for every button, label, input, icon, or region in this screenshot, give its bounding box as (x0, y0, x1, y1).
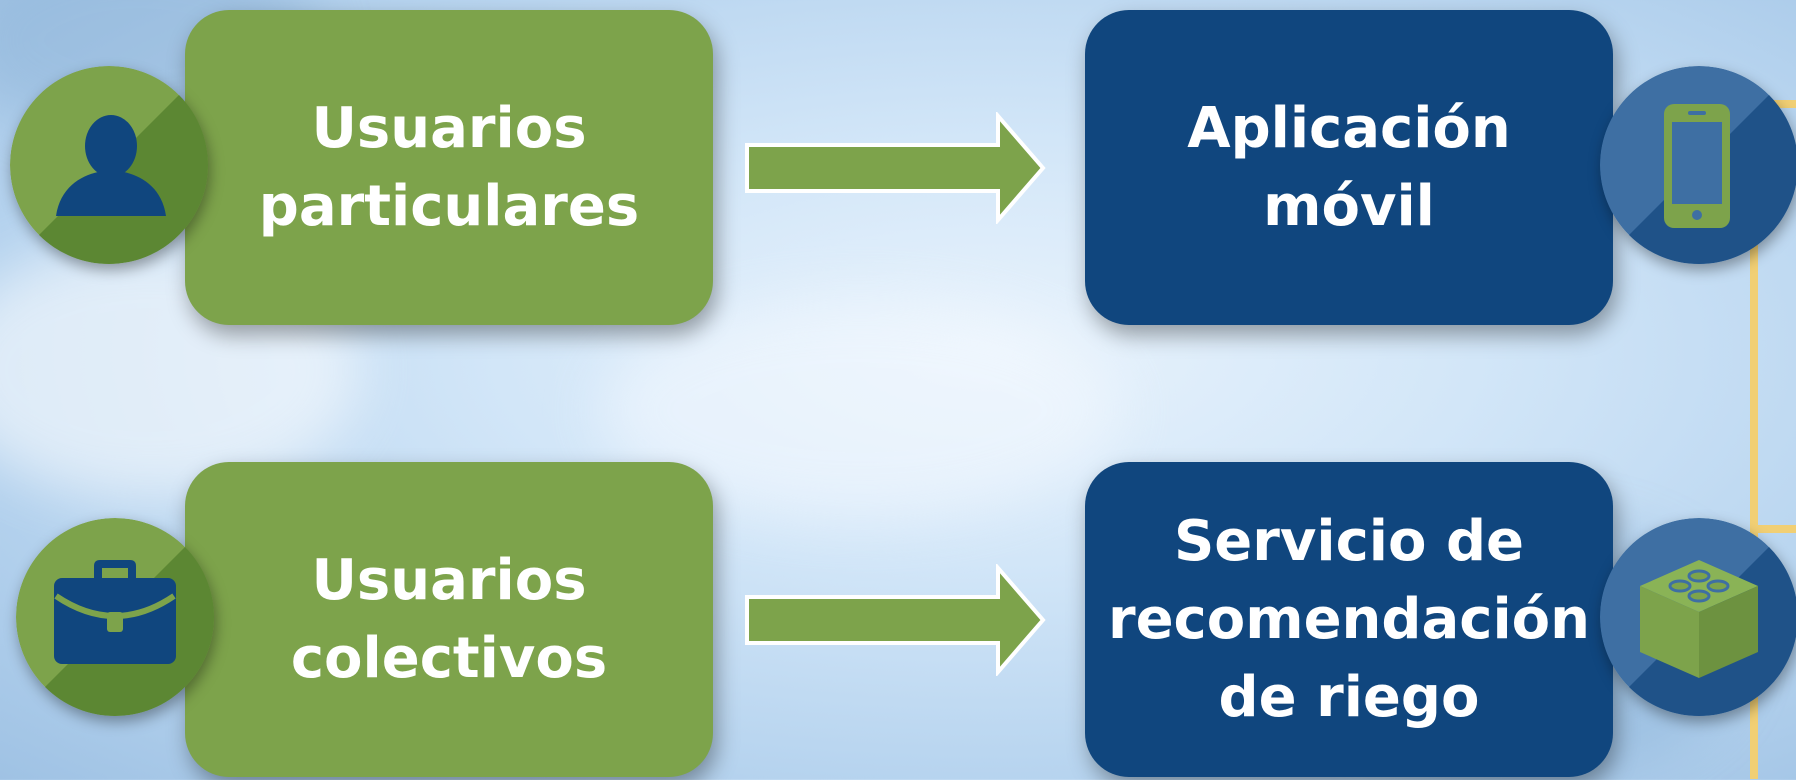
box-text-line: colectivos (290, 625, 608, 691)
box-text-line: Servicio de (1173, 508, 1525, 574)
box-text-line: de riego (1218, 664, 1480, 730)
box-servicio-recomendacion-riego: Servicio de recomendación de riego (1085, 462, 1613, 777)
box-text-line: particulares (258, 173, 640, 239)
box-text-line: móvil (1263, 173, 1435, 239)
mobile-phone-icon (1664, 104, 1730, 228)
background-grid-line (1750, 525, 1796, 533)
box-text-line: recomendación (1107, 586, 1591, 652)
box-text-line: Aplicación (1187, 95, 1511, 161)
box-usuarios-colectivos: Usuarios colectivos (185, 462, 713, 777)
box-aplicacion-movil: Aplicación móvil (1085, 10, 1613, 325)
module-cube-icon-badge (1600, 518, 1796, 716)
briefcase-icon-badge (16, 518, 214, 716)
mobile-phone-icon-badge (1600, 66, 1796, 264)
arrow-right (745, 564, 1046, 676)
background-grid-line (1750, 100, 1758, 779)
briefcase-icon (54, 560, 176, 664)
box-usuarios-particulares: Usuarios particulares (185, 10, 713, 325)
user-icon (56, 115, 166, 216)
module-cube-icon (1640, 560, 1758, 678)
user-icon-badge (10, 66, 208, 264)
box-text-line: Usuarios (311, 95, 587, 161)
arrow-right (745, 112, 1046, 224)
box-text-line: Usuarios (311, 547, 587, 613)
